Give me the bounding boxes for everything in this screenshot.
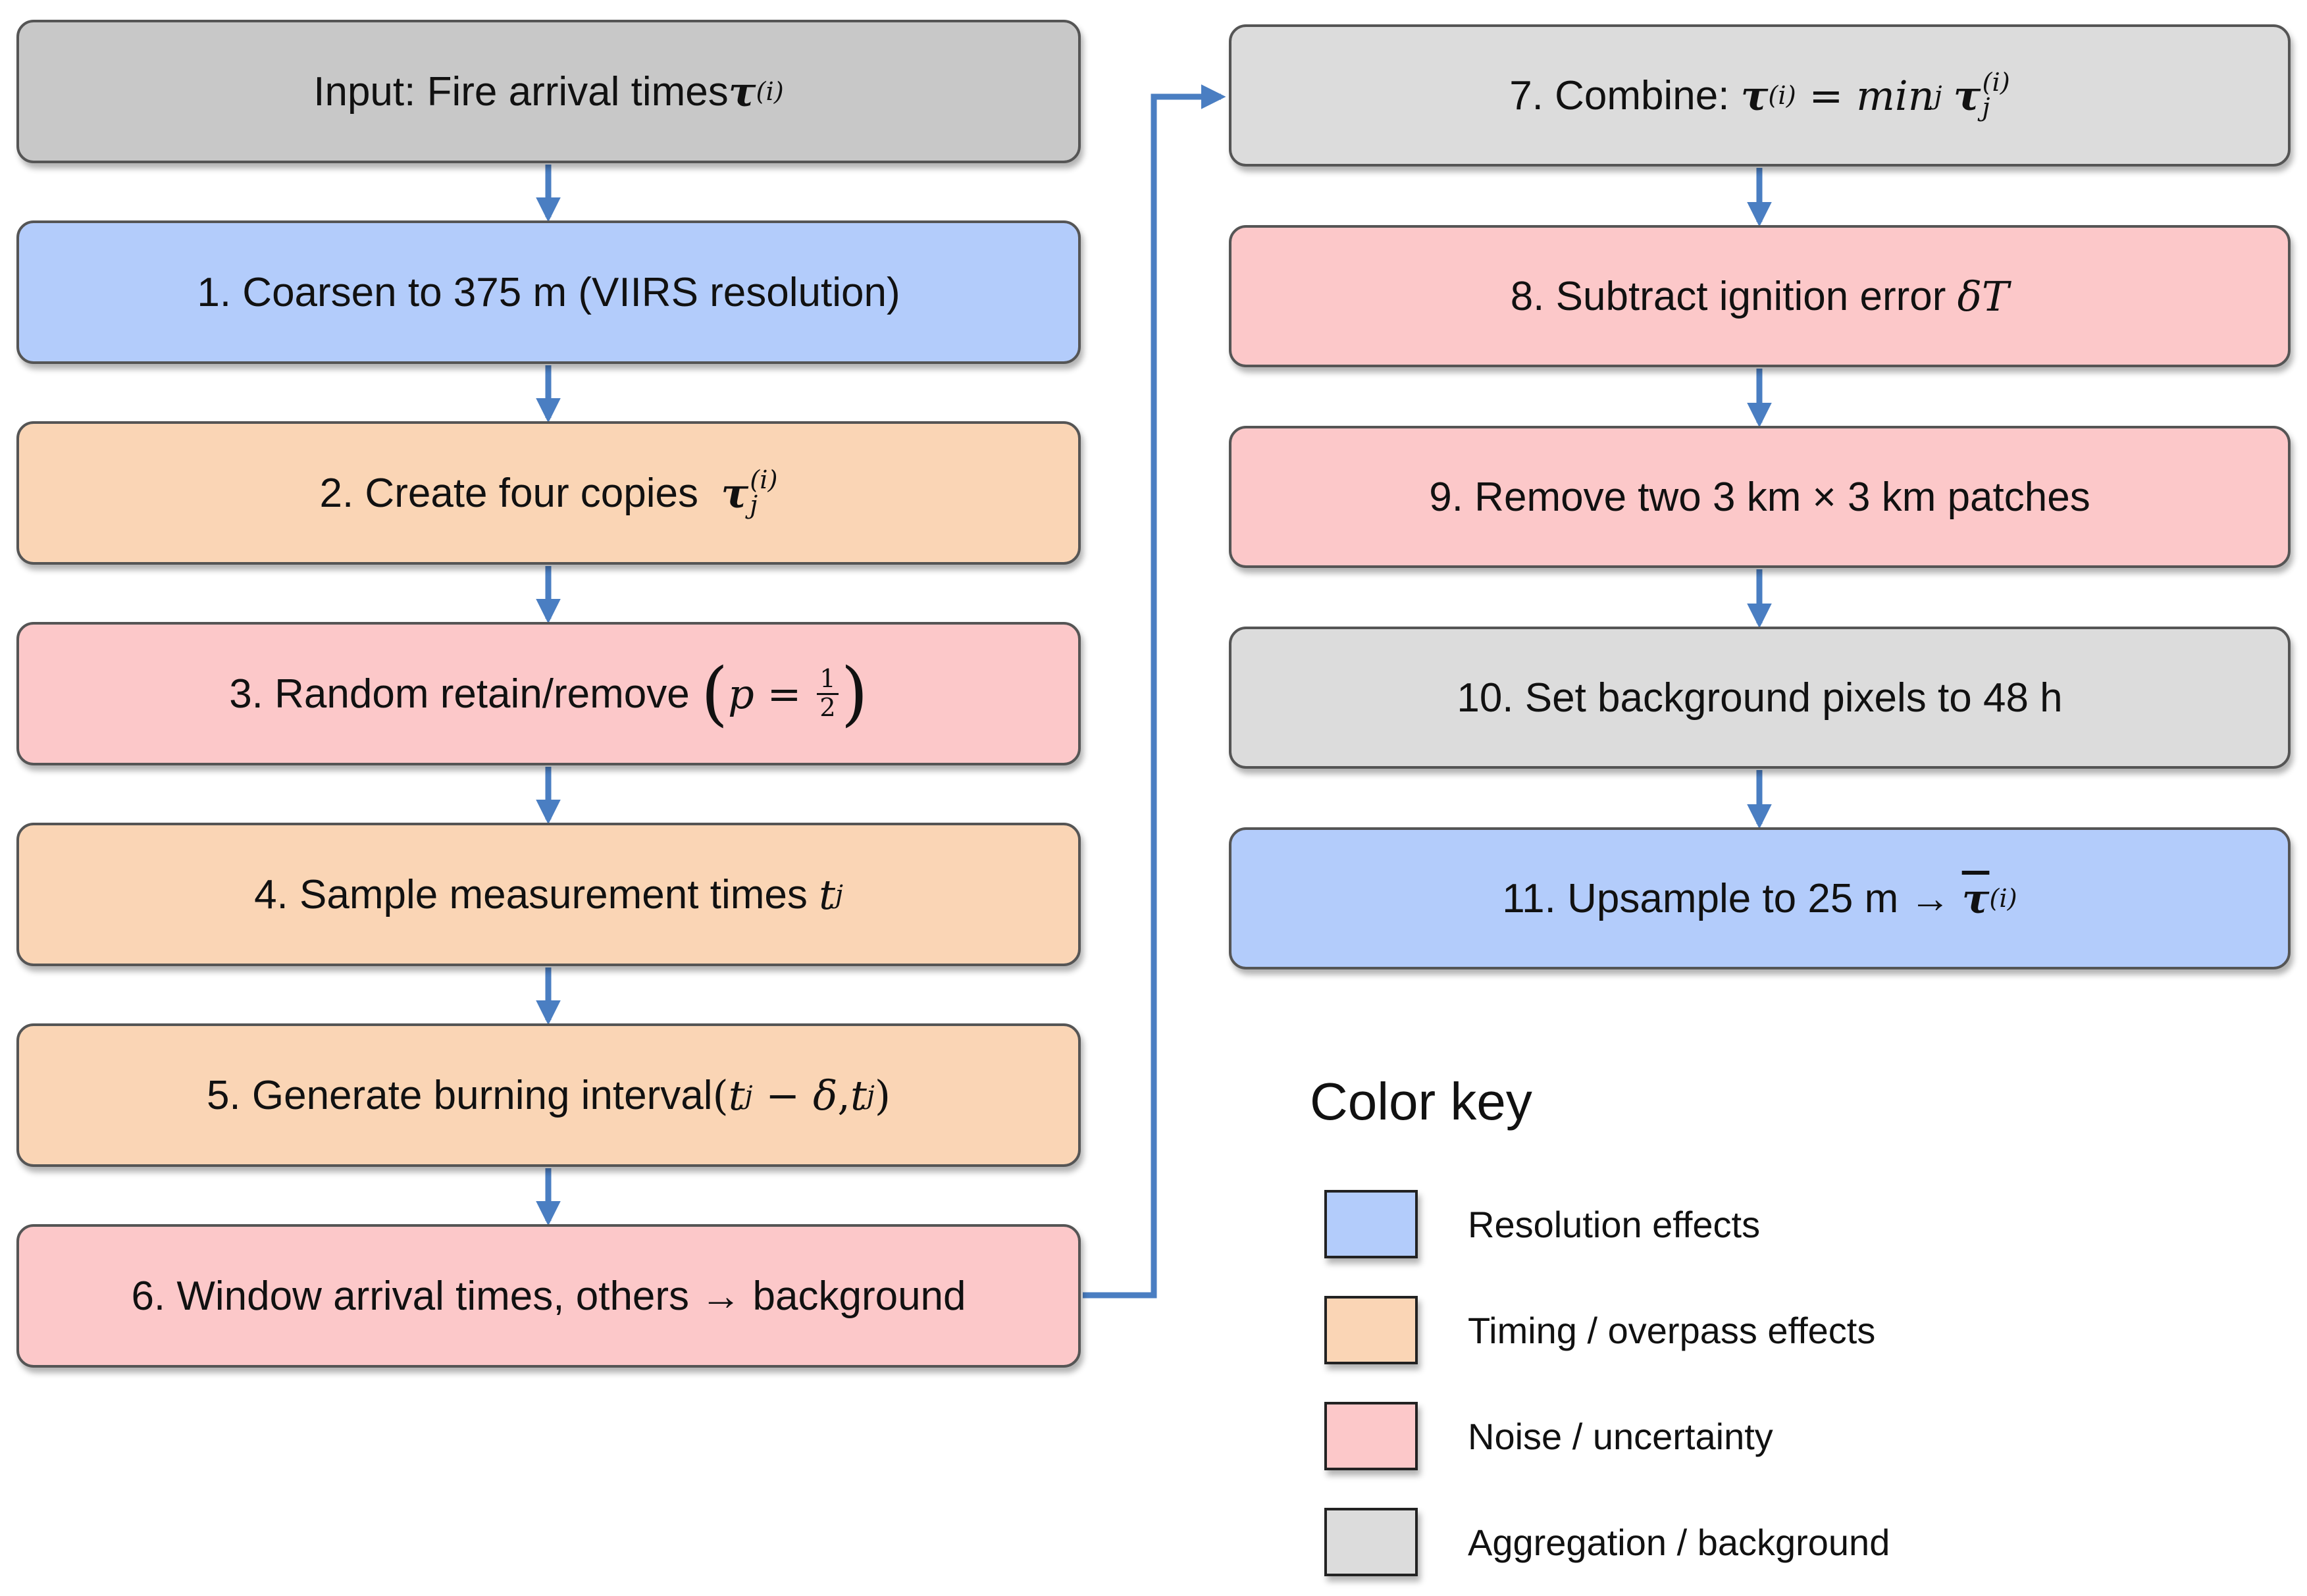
step-1-coarsen: 1. Coarsen to 375 m (VIIRS resolution) bbox=[16, 220, 1081, 364]
tau-symbol: τ bbox=[721, 469, 749, 517]
step-2-copies: 2. Create four copies τ(i)j bbox=[16, 421, 1081, 565]
legend-swatch-timing bbox=[1324, 1296, 1418, 1364]
step-10-background: 10. Set background pixels to 48 h bbox=[1229, 627, 2291, 769]
step-input: Input: Fire arrival times τ(i) bbox=[16, 20, 1081, 163]
legend-label-timing: Timing / overpass effects bbox=[1468, 1310, 1876, 1351]
tau-symbol: τ bbox=[728, 67, 756, 116]
legend-label-aggregation: Aggregation / background bbox=[1468, 1522, 1890, 1563]
legend-label-resolution: Resolution effects bbox=[1468, 1204, 1761, 1245]
tau-symbol: τ bbox=[1953, 71, 1981, 120]
step-11-upsample: 11. Upsample to 25 m → τ(i) bbox=[1229, 827, 2291, 969]
step-6-window: 6. Window arrival times, others → backgr… bbox=[16, 1224, 1081, 1368]
legend-swatch-aggregation bbox=[1324, 1508, 1418, 1576]
legend-title: Color key bbox=[1310, 1072, 1532, 1131]
arrow-6-to-7 bbox=[1083, 84, 1226, 1299]
step-9-remove: 9. Remove two 3 km × 3 km patches bbox=[1229, 426, 2291, 568]
tau-bar-symbol: τ bbox=[1961, 874, 1990, 923]
legend-swatch-resolution bbox=[1324, 1190, 1418, 1258]
legend-swatch-noise bbox=[1324, 1402, 1418, 1470]
tau-symbol: τ bbox=[1740, 71, 1769, 120]
legend-label-noise: Noise / uncertainty bbox=[1468, 1416, 1773, 1457]
